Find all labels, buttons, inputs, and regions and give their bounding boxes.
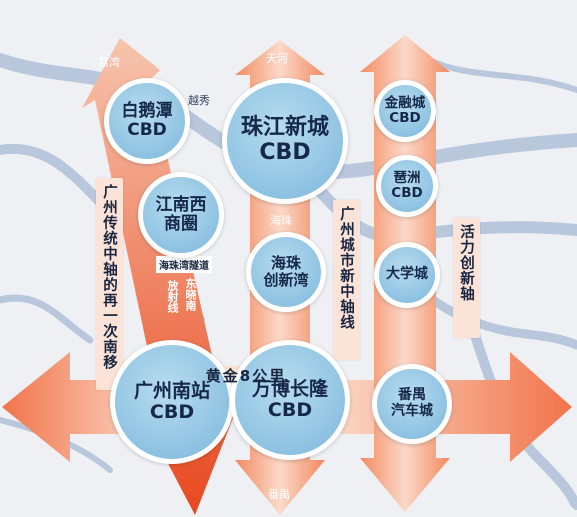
place-panyu: 番禺 xyxy=(268,488,290,501)
hub-subtitle: CBD xyxy=(127,120,167,140)
hub-subtitle: 商圈 xyxy=(164,214,198,234)
label-vitality-axis: 活力创新轴 xyxy=(453,218,480,338)
arrow-left-horizontal xyxy=(2,352,150,462)
place-haizhu: 海珠 xyxy=(270,214,292,227)
hub-subtitle: CBD xyxy=(391,185,423,201)
label-new-city-axis: 广州城市新中轴线 xyxy=(333,200,360,360)
hub-jinrong-cbd: 金融城 CBD xyxy=(374,80,436,142)
hub-subtitle: 创新湾 xyxy=(263,271,309,289)
hub-name: 海珠 xyxy=(270,254,301,273)
hub-guangzhou-south-cbd: 广州南站 CBD xyxy=(110,340,234,464)
hub-panyu-auto-city: 番禺 汽车城 xyxy=(372,364,452,444)
hub-name: 珠江新城 xyxy=(240,115,329,141)
hub-subtitle: CBD xyxy=(259,140,311,165)
place-liwan: 荔湾 xyxy=(98,56,120,69)
hub-subtitle: 汽车城 xyxy=(391,403,433,419)
hub-pazhou-cbd: 琶洲 CBD xyxy=(376,155,438,217)
place-yuexiu: 越秀 xyxy=(188,94,210,107)
hub-jiangnanxi: 江南西 商圈 xyxy=(138,172,224,258)
hub-name: 琶洲 xyxy=(393,169,421,186)
arrow-right-horizontal xyxy=(340,352,572,462)
hub-subtitle: CBD xyxy=(149,401,195,423)
hub-subtitle: CBD xyxy=(389,110,421,126)
hub-name: 万博长隆 xyxy=(251,377,328,400)
label-line-dongxiao: 东晓南 xyxy=(184,278,197,311)
hub-baietan-cbd: 白鹅潭 CBD xyxy=(104,78,190,164)
hub-name: 番禺 xyxy=(398,387,426,404)
hub-name: 大学城 xyxy=(386,266,428,283)
hub-subtitle: CBD xyxy=(267,399,313,421)
hub-name: 白鹅潭 xyxy=(121,100,173,121)
label-line-fangshe: 放射线 xyxy=(166,280,179,313)
place-tianhe: 天河 xyxy=(266,52,288,65)
hub-name: 江南西 xyxy=(155,194,207,215)
hub-zhujiang-cbd: 珠江新城 CBD xyxy=(222,78,348,204)
label-traditional-axis: 广州传统中轴的再一次南移 xyxy=(96,178,123,390)
hub-wanbo-cbd: 万博长隆 CBD xyxy=(230,340,350,460)
label-tunnel: 海珠湾隧道 xyxy=(156,256,212,273)
hub-name: 金融城 xyxy=(384,94,426,111)
label-golden-8km: 黄金8公里 xyxy=(205,366,287,385)
hub-daxuecheng: 大学城 xyxy=(374,242,440,308)
hub-name: 广州南站 xyxy=(133,379,210,402)
hub-haizhu-innovation: 海珠 创新湾 xyxy=(246,232,326,312)
